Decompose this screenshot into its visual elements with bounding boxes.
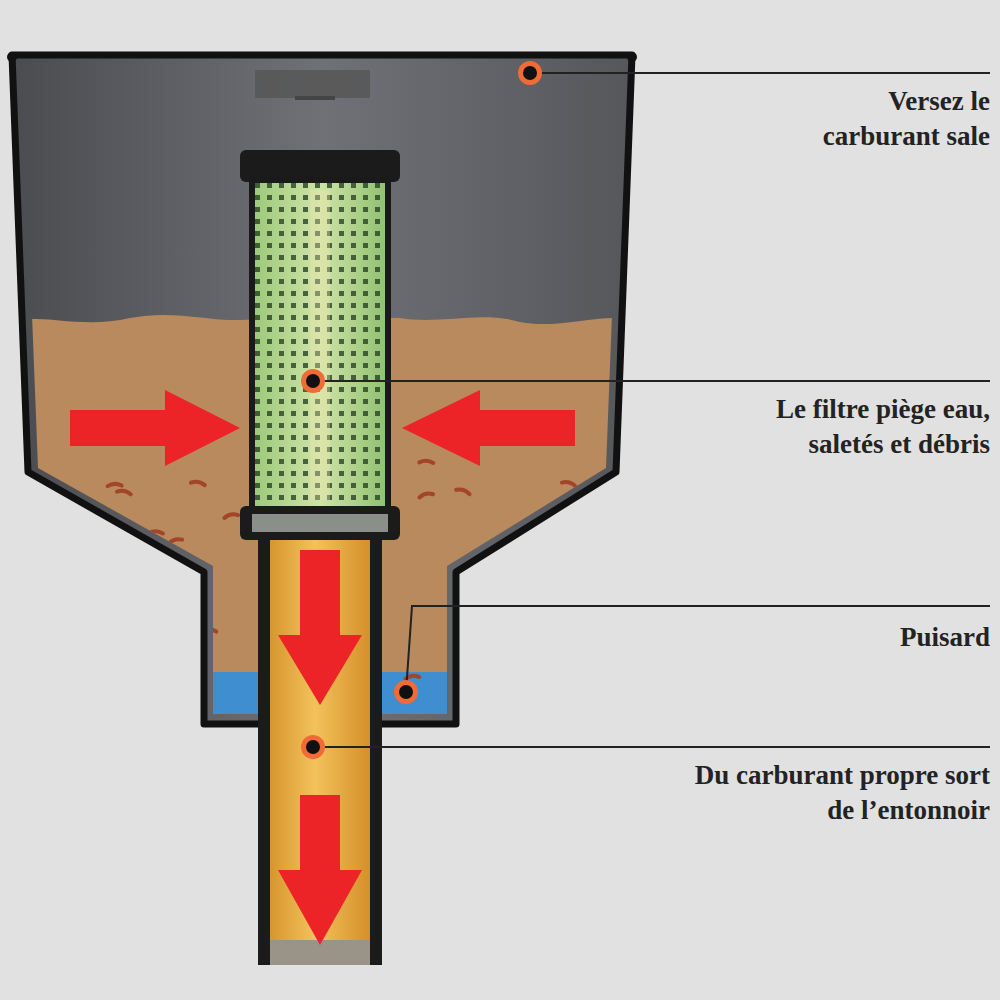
debris — [113, 630, 127, 636]
debris — [535, 577, 549, 580]
debris — [598, 539, 612, 545]
debris — [468, 593, 482, 598]
debris — [595, 537, 609, 542]
debris — [86, 551, 100, 556]
leader-line — [313, 73, 990, 747]
callout-label: Versez le carburant sale — [775, 84, 990, 154]
callout-label: Du carburant propre sort de l’entonnoir — [680, 758, 990, 828]
debris — [191, 481, 205, 485]
debris — [47, 515, 61, 518]
outlet-tube — [270, 540, 370, 965]
debris — [525, 619, 539, 622]
debris — [224, 513, 238, 518]
debris — [70, 528, 84, 532]
callout-dot — [301, 61, 542, 759]
flow-arrow — [278, 795, 362, 945]
debris — [108, 484, 122, 487]
debris — [129, 626, 143, 629]
debris — [456, 488, 470, 494]
filter-mesh — [252, 180, 388, 510]
debris — [202, 628, 216, 632]
debris — [71, 669, 85, 675]
debris — [419, 460, 433, 463]
debris — [562, 481, 576, 487]
debris — [419, 492, 433, 497]
debris — [524, 677, 538, 683]
debris — [149, 531, 163, 533]
debris — [168, 538, 182, 544]
flow-arrow — [278, 550, 362, 705]
flow-arrow — [402, 390, 575, 466]
flow-arrow — [70, 390, 240, 466]
debris — [111, 536, 125, 542]
callout-label: Puisard — [790, 620, 990, 655]
debris — [117, 490, 131, 495]
callout-label: Le filtre piège eau, saletés et débris — [770, 392, 990, 462]
